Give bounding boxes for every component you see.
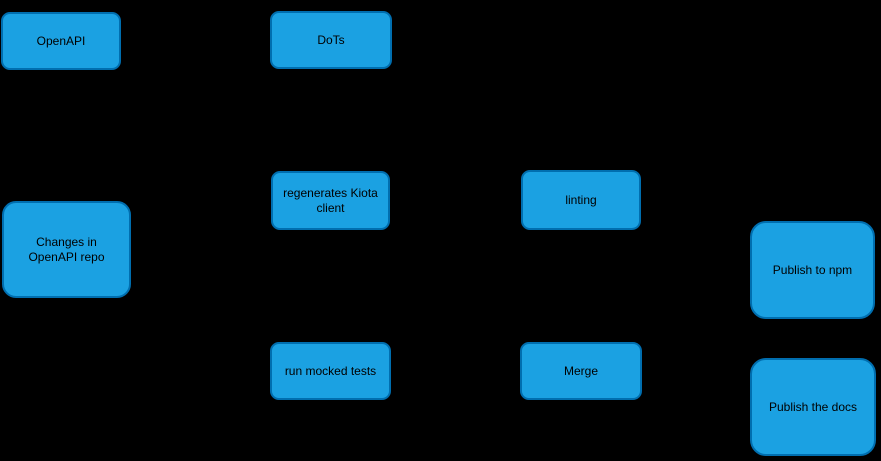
node-dots-label: DoTs [317,32,345,47]
node-linting-label: linting [565,192,597,207]
node-publish-to-npm-label: Publish to npm [772,262,853,277]
node-changes-in-openapi-repo-label: Changes in OpenAPI repo [28,234,105,264]
node-regenerates-kiota-client-label: regenerates Kiota client [283,185,378,215]
node-openapi: OpenAPI [1,12,121,70]
node-publish-the-docs: Publish the docs [750,358,876,456]
node-changes-in-openapi-repo: Changes in OpenAPI repo [2,201,131,298]
node-publish-to-npm: Publish to npm [750,221,875,319]
node-dots: DoTs [270,11,392,69]
node-merge: Merge [520,342,642,400]
node-run-mocked-tests: run mocked tests [270,342,391,400]
node-linting: linting [521,170,641,230]
node-merge-label: Merge [563,363,598,378]
node-run-mocked-tests-label: run mocked tests [284,363,377,378]
node-publish-the-docs-label: Publish the docs [768,399,858,414]
node-openapi-label: OpenAPI [36,33,86,48]
node-regenerates-kiota-client: regenerates Kiota client [271,171,390,230]
